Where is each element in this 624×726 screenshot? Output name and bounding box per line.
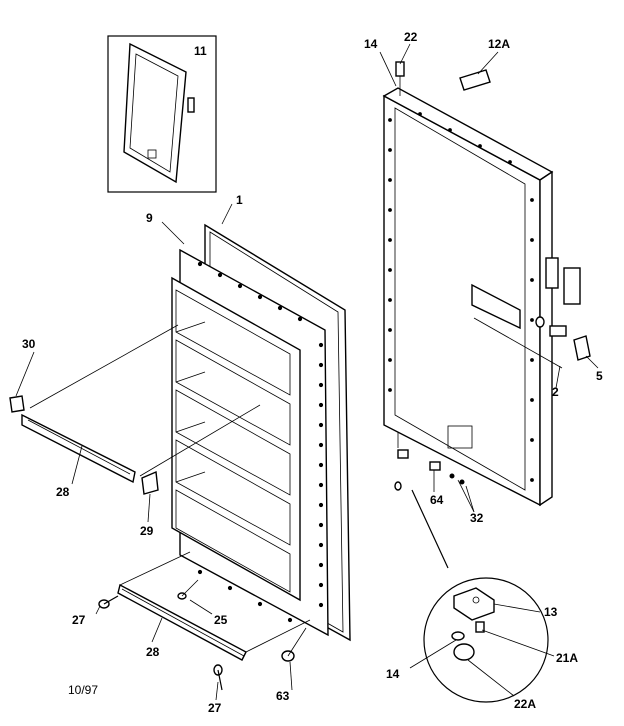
lower-shelf-rail [98,551,311,691]
label-14-top: 14 [364,37,378,51]
screw-27-bottom [213,664,223,691]
gasket-outer [123,42,187,184]
handle-pin [549,325,567,337]
nameplate-12a [459,69,491,91]
gasket-tab [147,149,157,159]
part-5 [573,335,591,361]
inset-frame [107,35,217,193]
outer-door-side-edge [539,170,553,507]
date-code: 10/97 [68,683,98,697]
outer-door-panel [382,61,591,569]
part-32-a [449,473,455,479]
pin-21a [475,621,485,633]
bottom-hinge [394,425,473,491]
label-22-top: 22 [404,30,418,44]
handle-mount [471,283,521,330]
gasket-clip [187,97,195,113]
label-32: 32 [470,511,484,525]
hinge-pin-22 [395,61,405,77]
part-labels: 11 14 22 12A 1 9 30 5 2 28 64 32 29 13 2… [22,30,603,715]
label-27-bottom: 27 [208,701,222,715]
label-25: 25 [214,613,228,627]
connector-to-detail [411,489,449,569]
label-29: 29 [140,524,154,538]
clip-29 [141,470,159,495]
label-9: 9 [146,211,153,225]
gasket-inner [129,53,179,173]
leader-lines [15,43,599,701]
label-28-upper: 28 [56,485,70,499]
label-14-detail: 14 [386,667,400,681]
label-13: 13 [544,605,558,619]
label-22a: 22A [514,697,536,711]
screw-25 [177,579,199,600]
upper-shelf-rail [9,324,261,495]
shelf-liner [171,276,301,602]
bushing [535,316,545,328]
label-64: 64 [430,493,444,507]
nut-22a [453,643,475,661]
outer-door-inner [394,107,526,491]
outer-door-dots [388,112,534,482]
hinge-recess [545,257,559,289]
label-21a: 21A [556,651,578,665]
label-11: 11 [194,44,207,58]
detail-circle [423,577,549,703]
hinge-detail-circle [423,577,549,703]
rail-bar-lower [117,583,247,661]
label-12a: 12A [488,37,510,51]
handle-bracket [563,267,581,305]
label-27-left: 27 [72,613,86,627]
label-63: 63 [276,689,290,703]
screw-27-left [98,595,119,609]
part-64 [429,461,441,471]
label-5: 5 [596,369,603,383]
shelves [175,289,291,593]
label-1: 1 [236,193,243,207]
washer-14 [451,631,465,641]
part-32-b [459,479,465,485]
screw-63 [281,627,307,662]
clip-30 [9,395,25,413]
label-30: 30 [22,337,36,351]
rail-bar-upper [21,413,136,484]
label-28-lower: 28 [146,645,160,659]
bottom-bracket [447,425,473,449]
door-liner-assembly [171,223,351,642]
hinge-bracket-13 [453,587,495,621]
gasket-inset [107,35,217,193]
label-2: 2 [552,385,559,399]
panel-dots [197,261,324,623]
